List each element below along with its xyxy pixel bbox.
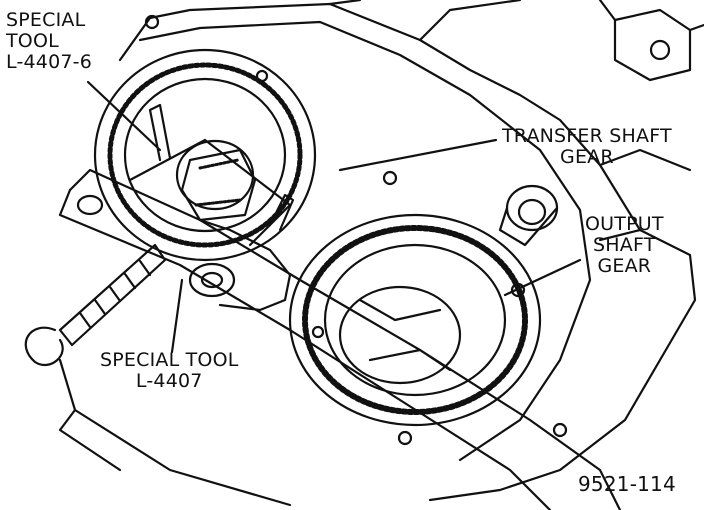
label-line: TOOL	[6, 30, 59, 52]
output-shaft-gear	[288, 213, 542, 427]
housing-right-rim	[598, 148, 692, 242]
leader-transfer-shaft-gear	[338, 138, 498, 172]
label-line: SHAFT	[593, 234, 656, 256]
label-line: GEAR	[560, 146, 614, 168]
label-line: L-4407	[135, 370, 203, 392]
label-output-shaft-gear: OUTPUT SHAFT GEAR	[585, 214, 664, 277]
label-line: OUTPUT	[585, 213, 664, 235]
transfer-shaft-gear	[93, 48, 317, 262]
label-transfer-shaft-gear: TRANSFER SHAFT GEAR	[502, 126, 672, 168]
housing-flange	[138, 20, 592, 462]
label-line: TRANSFER SHAFT	[502, 125, 672, 147]
figure-number: 9521-114	[578, 472, 676, 496]
leader-special-tool-6	[86, 80, 162, 152]
adapter-studs	[128, 103, 295, 247]
label-line: SPECIAL TOOL	[100, 349, 239, 371]
label-line: L-4407-6	[6, 51, 93, 73]
housing-plug	[498, 184, 559, 247]
mount-bracket	[598, 0, 704, 82]
label-special-tool-l4407: SPECIAL TOOL L-4407	[100, 350, 239, 392]
label-line: GEAR	[597, 255, 652, 277]
special-tool-wrench	[58, 168, 622, 510]
label-line: SPECIAL	[6, 9, 86, 31]
housing-top-ridge	[328, 0, 522, 42]
leader-special-tool	[170, 278, 184, 354]
forcing-screw	[24, 243, 292, 507]
label-special-tool-l4407-6: SPECIAL TOOL L-4407-6	[6, 10, 92, 73]
leader-output-shaft-gear	[503, 258, 582, 297]
